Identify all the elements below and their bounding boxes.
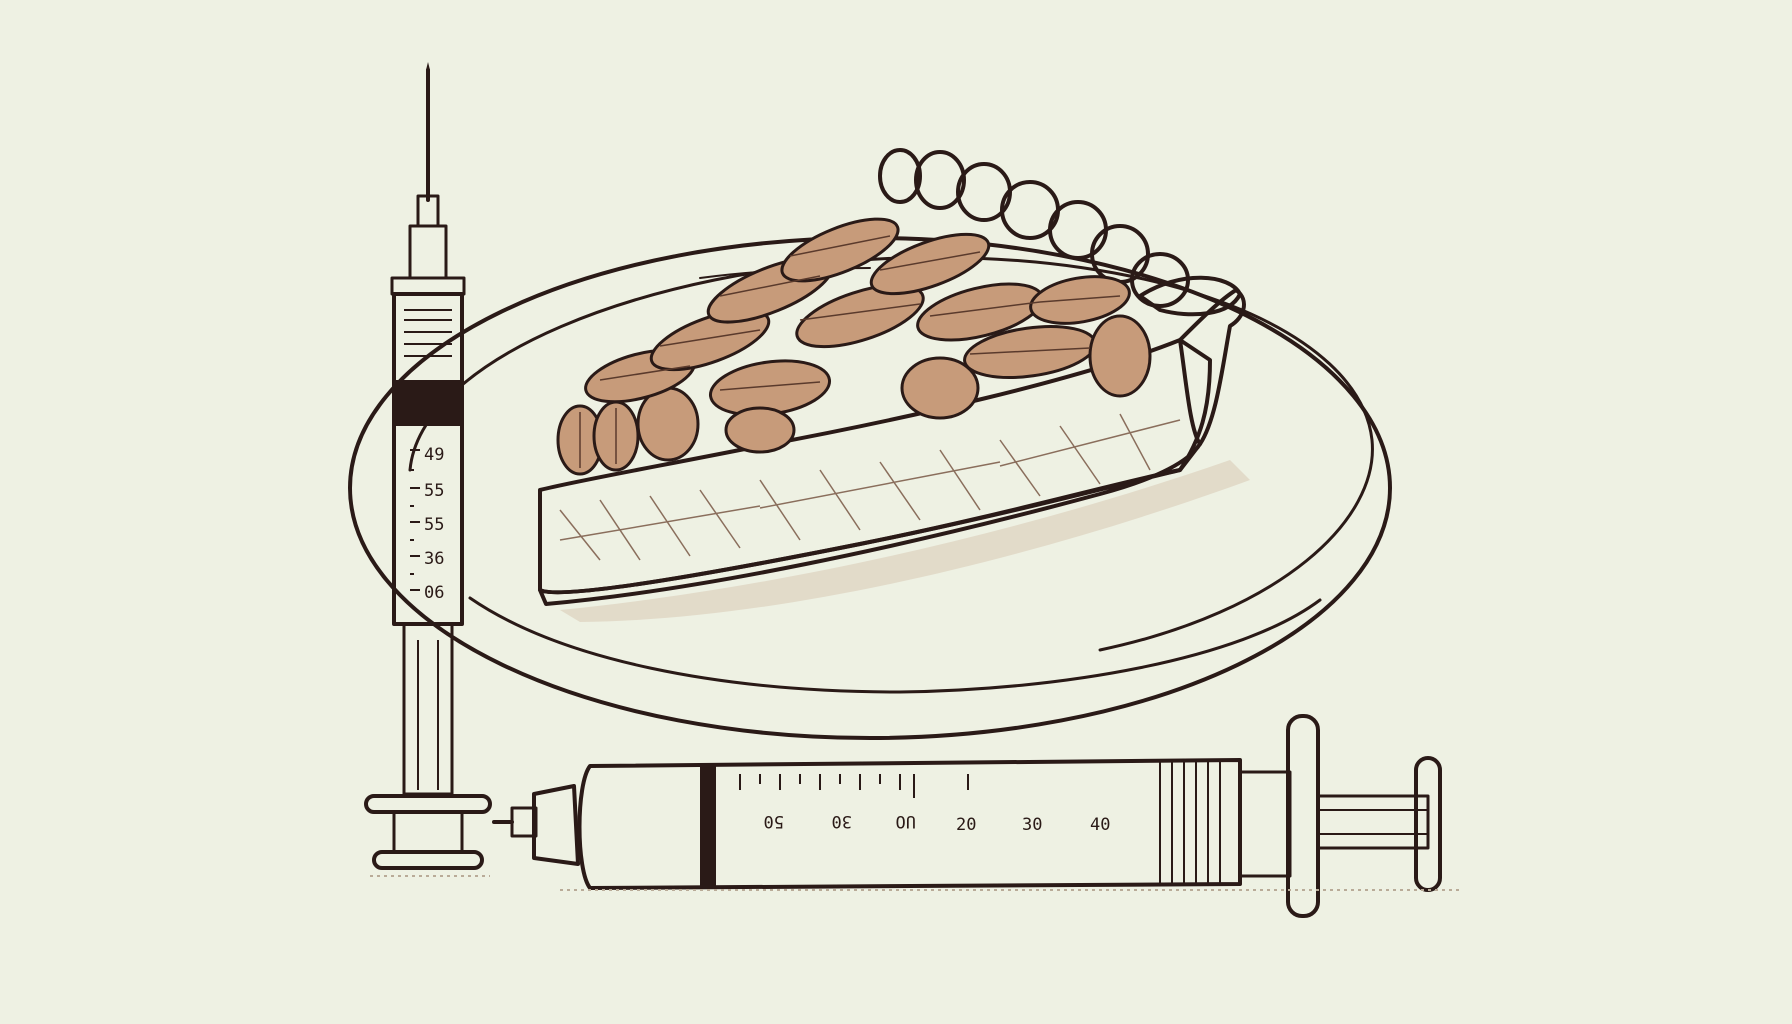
filling-texture	[559, 413, 1181, 561]
thumb-press	[372, 850, 484, 870]
horizontal-scale-label-3: UO	[896, 811, 916, 831]
plunger-rod-horizontal	[1316, 794, 1430, 850]
horizontal-scale-label-1: 50	[764, 811, 784, 831]
vertical-scale-label-3: 55	[424, 515, 444, 535]
pie-outer-crust	[1178, 288, 1246, 446]
barrel-tip	[532, 784, 580, 866]
horizontal-scale-label-4: 20	[956, 815, 976, 835]
vertical-scale-label-4: 36	[424, 549, 444, 569]
pecan-pie-slice	[538, 148, 1250, 622]
pie-shadow	[560, 460, 1250, 622]
vertical-scale-label-5: 06	[424, 583, 444, 603]
horizontal-scale-label-2: 30	[832, 811, 852, 831]
finger-flange-horizontal	[1286, 714, 1320, 918]
barrel-graduations	[404, 309, 452, 591]
vertical-scale-label-1: 49	[424, 445, 444, 465]
barrel-grip-rings	[1159, 762, 1221, 884]
table-shadow	[370, 875, 1460, 891]
vertical-scale-label-2: 55	[424, 481, 444, 501]
horizontal-syringe: 50 30 UO 20 30 40	[370, 714, 1460, 918]
needle-tip	[426, 62, 430, 70]
plunger-stopper	[394, 380, 462, 426]
horizontal-scale-label-6: 40	[1090, 815, 1110, 835]
finger-flange	[364, 794, 492, 814]
barrel-graduations-horizontal	[739, 774, 969, 798]
pie-bottom-crust	[538, 442, 1202, 606]
plunger-stopper-horizontal	[700, 766, 716, 886]
plunger-rod	[402, 622, 454, 796]
pecan-topping	[556, 217, 1152, 476]
horizontal-scale-label-5: 30	[1022, 815, 1042, 835]
pecan-grooves	[579, 235, 1121, 468]
syringe-barrel-horizontal	[577, 758, 1242, 890]
vertical-syringe: 49 55 55 36 06	[364, 62, 492, 870]
